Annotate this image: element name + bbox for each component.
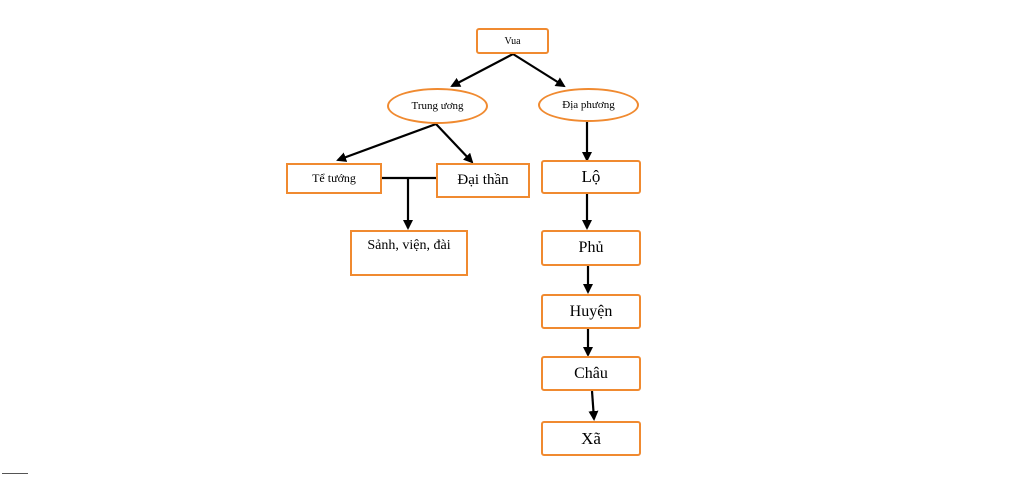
node-phu: Phủ bbox=[541, 230, 641, 266]
node-vua: Vua bbox=[476, 28, 549, 54]
node-dai-than: Đại thần bbox=[436, 163, 530, 198]
node-sanh-vien-dai: Sảnh, viện, đài bbox=[350, 230, 468, 276]
edge-trung-uong-dai-than bbox=[435, 123, 474, 164]
edge-vua-trung-uong bbox=[450, 53, 514, 87]
edge-chau-xa bbox=[588, 390, 599, 421]
node-te-tuong: Tể tướng bbox=[286, 163, 382, 194]
node-dia-phuong: Địa phương bbox=[538, 88, 639, 122]
node-huyen: Huyện bbox=[541, 294, 641, 329]
edge-trung-uong-te-tuong bbox=[336, 122, 437, 162]
footnote-rule bbox=[2, 473, 28, 474]
node-trung-uong: Trung ương bbox=[387, 88, 488, 124]
edge-vua-dia-phuong bbox=[512, 53, 566, 88]
node-lo: Lộ bbox=[541, 160, 641, 194]
node-chau: Châu bbox=[541, 356, 641, 391]
node-xa: Xã bbox=[541, 421, 641, 456]
